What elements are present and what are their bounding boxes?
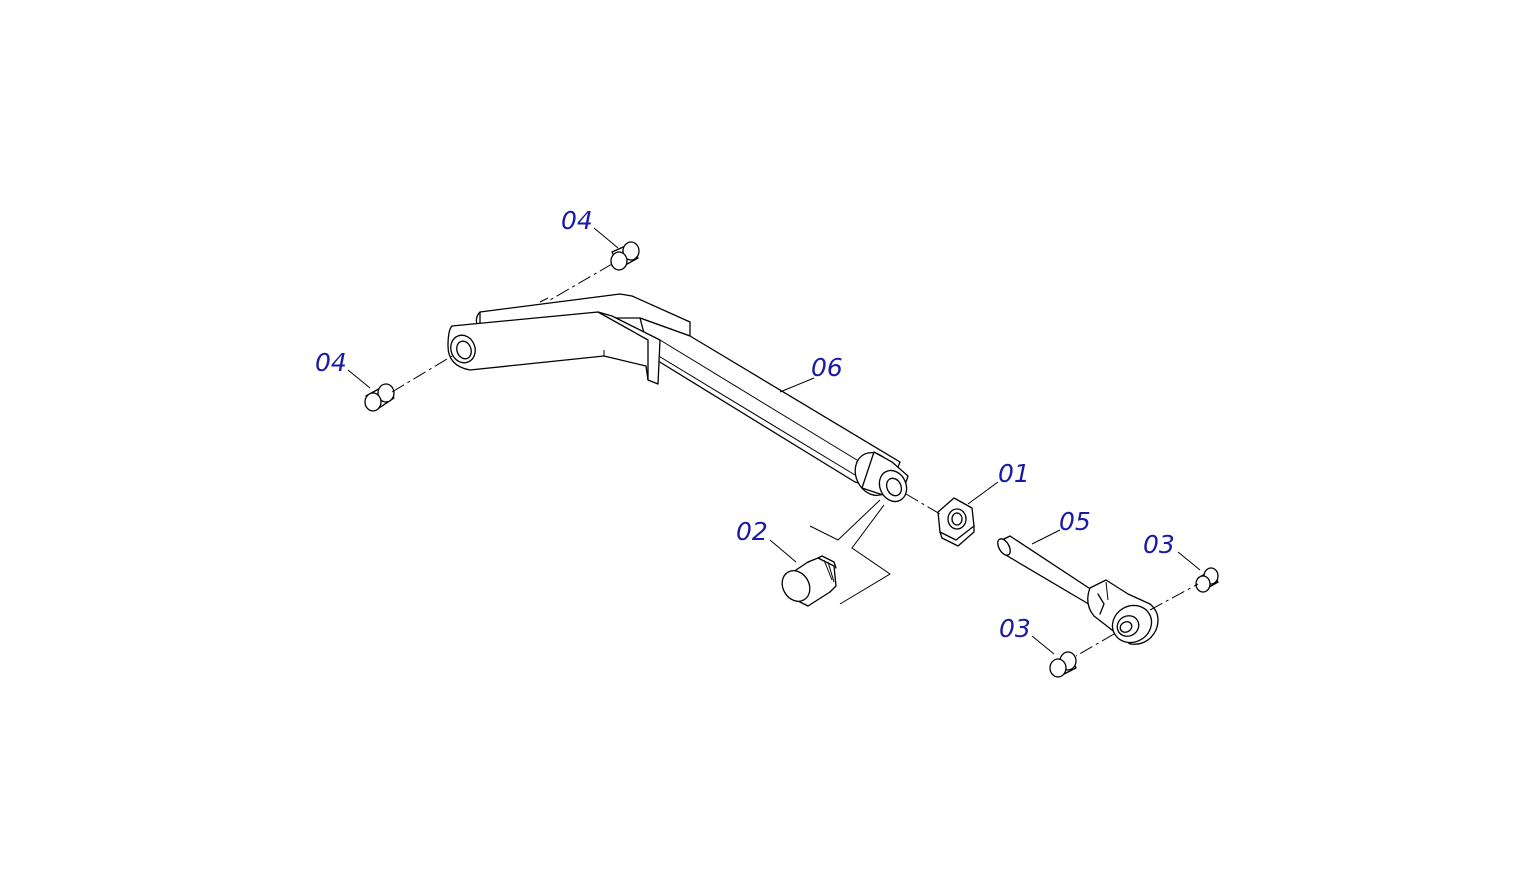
leader-lines bbox=[347, 227, 1201, 655]
callout-04-top: 04 bbox=[561, 206, 593, 235]
callout-01: 01 bbox=[998, 459, 1030, 488]
callout-05: 05 bbox=[1059, 507, 1091, 536]
assembly-center-lines bbox=[391, 263, 1199, 657]
callout-02: 02 bbox=[736, 517, 768, 546]
part-04-bushing-left bbox=[364, 383, 395, 412]
callout-labels: 04 04 06 01 05 02 03 03 bbox=[315, 206, 1175, 643]
part-02-plug-fitting bbox=[781, 555, 837, 607]
callout-03-right: 03 bbox=[1143, 530, 1175, 559]
part-01-hex-nut bbox=[937, 497, 975, 547]
callout-04-left: 04 bbox=[315, 348, 347, 377]
part-04-bushing-top bbox=[610, 241, 640, 271]
part-05-rod-end bbox=[997, 535, 1159, 645]
part-03-bushing-right bbox=[1195, 567, 1219, 593]
callout-06: 06 bbox=[811, 353, 843, 382]
callout-03-bottom: 03 bbox=[999, 614, 1031, 643]
part-03-bushing-bottom bbox=[1049, 651, 1077, 678]
part-06-lever-arm bbox=[447, 293, 909, 605]
